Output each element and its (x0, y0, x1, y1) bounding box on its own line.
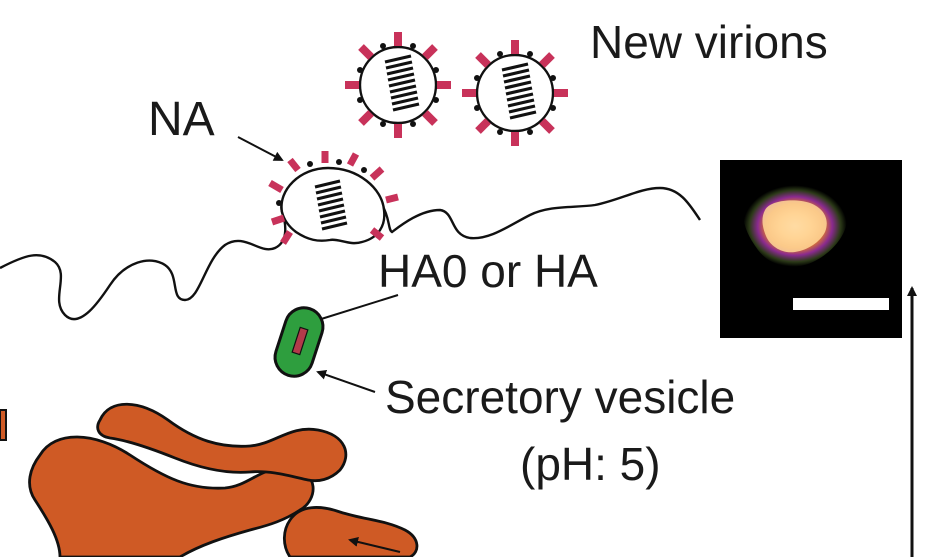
micrograph-inset (720, 160, 902, 338)
vesicle-arrow (316, 369, 376, 393)
budding-virion-spikes (268, 151, 399, 245)
ha-pointer-line (317, 294, 399, 321)
budding-virion-icon (268, 151, 399, 245)
virion-icon (345, 32, 451, 138)
label-secretory-vesicle: Secretory vesicle (385, 371, 735, 423)
budding-virion-na-tips (276, 159, 367, 206)
virion-2-rnp (501, 62, 537, 120)
virion-2-na-tips (474, 51, 556, 135)
virion-icon (462, 40, 568, 146)
virion-1-rnp (384, 54, 420, 112)
label-na: NA (148, 93, 215, 146)
virion-2-spikes (462, 40, 568, 146)
na-arrow (237, 136, 284, 161)
scale-bar (793, 298, 889, 310)
label-new-virions: New virions (590, 16, 828, 68)
budding-virion-rnp (314, 179, 348, 231)
label-ph: (pH: 5) (520, 438, 661, 490)
secretory-vesicle-icon (273, 306, 325, 378)
virion-1-na-tips (357, 43, 439, 127)
label-ha: HA0 or HA (378, 245, 598, 297)
golgi-arrow (348, 537, 401, 553)
micrograph-core (762, 200, 827, 253)
virion-1-spikes (345, 32, 451, 138)
golgi-apparatus-icon (0, 402, 419, 557)
